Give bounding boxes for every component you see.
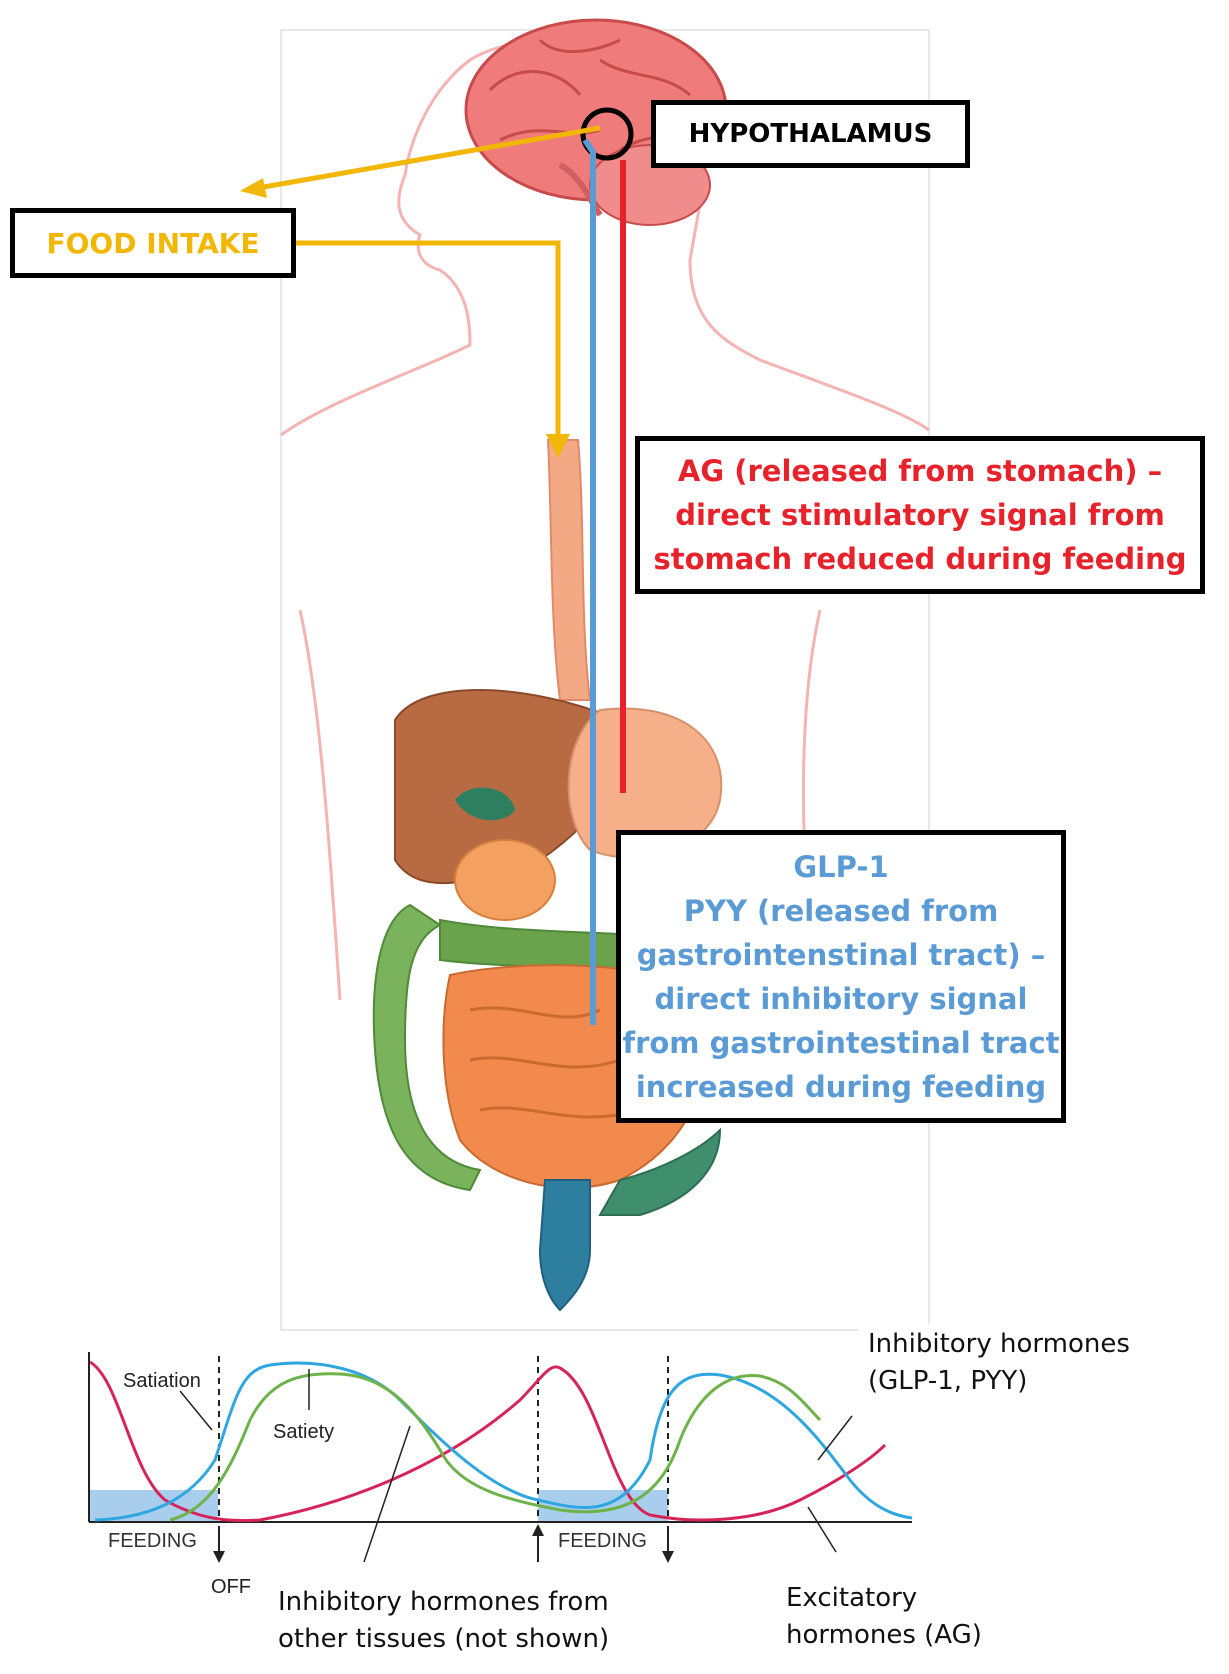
other-label-line-1: Inhibitory hormones from [278,1584,609,1621]
ag-signal-box: AG (released from stomach) – direct stim… [635,436,1205,594]
satiety-label: Satiety [273,1421,334,1443]
off-label: OFF [211,1576,251,1598]
food-intake-arrowhead-left [240,178,267,198]
glp-line-3: gastrointenstinal tract) – [622,933,1059,977]
ag-line-2: direct stimulatory signal from [653,493,1186,537]
glp-line-5: from gastrointestinal tract [622,1021,1059,1065]
glp-line-2: PYY (released from [622,889,1059,933]
glp-line-4: direct inhibitory signal [622,977,1059,1021]
glp-line-6: increased during feeding [622,1065,1059,1109]
feeding-label-2: FEEDING [558,1530,647,1552]
food-intake-label: FOOD INTAKE [47,227,260,260]
excitatory-label-line-2: hormones (AG) [786,1617,982,1654]
ag-line-3: stomach reduced during feeding [653,537,1186,581]
feeding-label-1: FEEDING [108,1530,197,1552]
glp-pyy-signal-box: GLP-1 PYY (released from gastrointenstin… [616,830,1066,1123]
inhibitory-hormones-label: Inhibitory hormones (GLP-1, PYY) [858,1324,1140,1402]
ag-line-1: AG (released from stomach) – [653,449,1186,493]
excitatory-label-line-1: Excitatory [786,1580,982,1617]
food-intake-label-box: FOOD INTAKE [10,208,296,278]
inhibitory-label-line-2: (GLP-1, PYY) [868,1363,1130,1400]
off-arrowhead [213,1551,225,1563]
hypothalamus-label: HYPOTHALAMUS [689,119,933,149]
hormone-chart: Satiation Satiety FEEDING FEEDING OFF [88,1352,912,1598]
excitatory-hormones-label: Excitatory hormones (AG) [786,1580,982,1654]
inhibitory-label-line-1: Inhibitory hormones [868,1326,1130,1363]
feeding-off-arrowhead-2 [662,1551,674,1563]
satiation-label: Satiation [123,1370,201,1392]
other-label-line-2: other tissues (not shown) [278,1621,609,1658]
glp-line-1: GLP-1 [622,845,1059,889]
feeding-on-arrowhead [532,1524,544,1536]
hypothalamus-label-box: HYPOTHALAMUS [651,100,970,168]
other-tissues-hormones-label: Inhibitory hormones from other tissues (… [278,1584,609,1658]
